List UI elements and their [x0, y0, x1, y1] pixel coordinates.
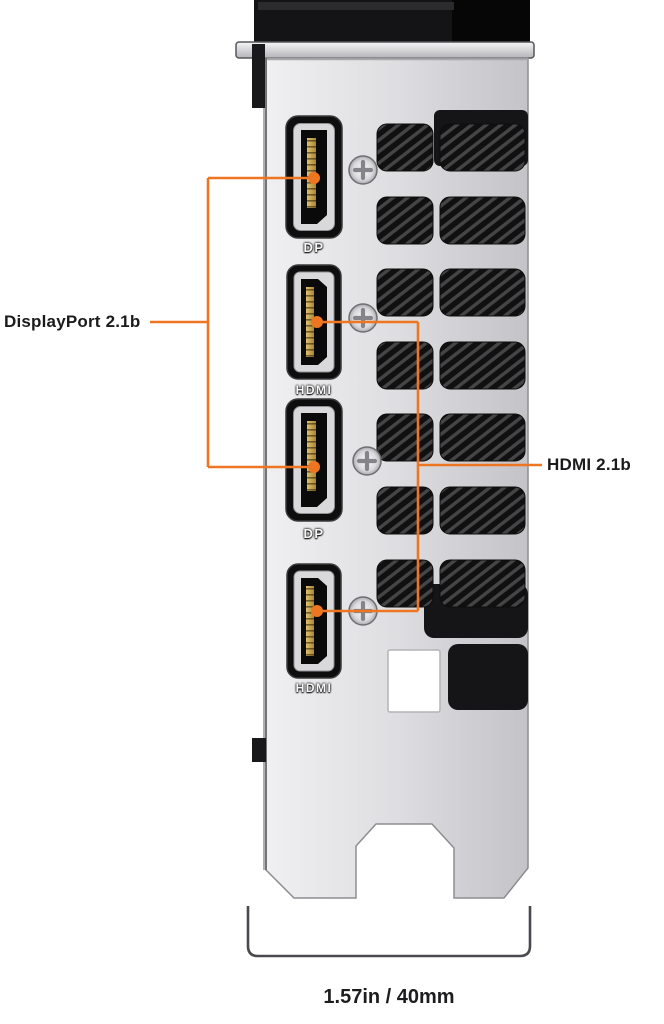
callout-dots	[308, 172, 323, 617]
bracket-top-lip	[235, 41, 535, 59]
vent-slots	[376, 123, 526, 608]
port-label-dp-1: DP	[303, 240, 325, 255]
screw-3	[353, 447, 381, 475]
bracket-cutout	[387, 649, 441, 713]
screw-1	[349, 156, 377, 184]
screw-2	[349, 304, 377, 332]
displayport-callout-label: DisplayPort 2.1b	[4, 312, 141, 331]
callout-lines	[150, 176, 542, 613]
hdmi-callout-label: HDMI 2.1b	[547, 455, 631, 474]
port-label-dp-2: DP	[303, 526, 325, 541]
card-body-top	[254, 0, 530, 44]
port-label-hdmi-1: HDMI	[295, 383, 333, 397]
dimension-bracket	[246, 906, 532, 958]
port-label-hdmi-2: HDMI	[295, 681, 333, 695]
displayport-port-2	[285, 398, 343, 522]
width-dimension-label: 1.57in / 40mm	[323, 986, 455, 1008]
bracket-edge-details	[252, 44, 267, 870]
hdmi-port-2	[286, 563, 342, 679]
